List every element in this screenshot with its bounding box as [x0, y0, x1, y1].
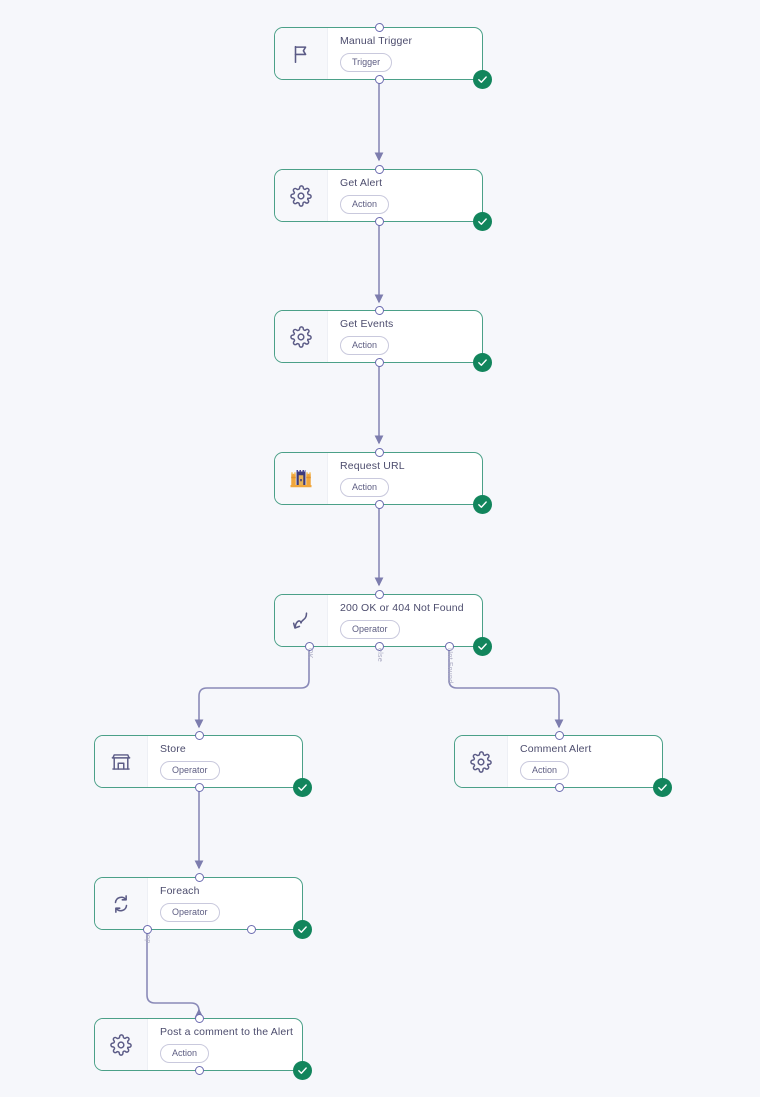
- node-title: Post a comment to the Alert: [160, 1026, 294, 1038]
- node-manual-trigger[interactable]: Manual Trigger Trigger: [274, 23, 492, 89]
- port-input-top[interactable]: [195, 873, 204, 882]
- node-tag: Operator: [160, 761, 220, 780]
- port-output-bottom[interactable]: [195, 1066, 204, 1075]
- port-input-top[interactable]: [195, 1014, 204, 1023]
- port-output-bottom[interactable]: [195, 783, 204, 792]
- gear-icon: [275, 170, 328, 221]
- status-badge-success: [472, 69, 492, 89]
- port-output-bottom[interactable]: [375, 358, 384, 367]
- port-output-bottom[interactable]: [375, 500, 384, 509]
- node-title: 200 OK or 404 Not Found: [340, 602, 464, 614]
- gear-icon: [95, 1019, 148, 1070]
- status-badge-success: [292, 777, 312, 797]
- edge-label-ok: OK: [306, 648, 313, 659]
- loop-icon: [95, 878, 148, 929]
- port-input-top[interactable]: [555, 731, 564, 740]
- flag-icon: [275, 28, 328, 79]
- node-tag: Operator: [340, 620, 400, 639]
- node-tag: Action: [160, 1044, 210, 1063]
- port-output-top[interactable]: [375, 23, 384, 32]
- port-output-not-found[interactable]: [445, 642, 454, 651]
- port-input-top[interactable]: [375, 306, 384, 315]
- node-foreach[interactable]: Foreach Operator: [94, 873, 312, 939]
- branch-icon: [275, 595, 328, 646]
- node-get-alert[interactable]: Get Alert Action: [274, 165, 492, 231]
- node-title: Foreach: [160, 885, 200, 897]
- port-output-else[interactable]: [375, 642, 384, 651]
- gear-icon: [275, 311, 328, 362]
- status-badge-success: [472, 494, 492, 514]
- port-input-top[interactable]: [195, 731, 204, 740]
- status-badge-success: [292, 919, 312, 939]
- node-title: Request URL: [340, 460, 405, 472]
- node-store[interactable]: Store Operator: [94, 731, 312, 797]
- store-icon: [95, 736, 148, 787]
- status-badge-success: [292, 1060, 312, 1080]
- node-tag: Action: [520, 761, 570, 780]
- status-badge-success: [472, 352, 492, 372]
- node-get-events[interactable]: Get Events Action: [274, 306, 492, 372]
- node-title: Get Events: [340, 318, 394, 330]
- gear-icon: [455, 736, 508, 787]
- port-input-top[interactable]: [375, 590, 384, 599]
- status-badge-success: [472, 211, 492, 231]
- port-output-ok[interactable]: [305, 642, 314, 651]
- node-comment-alert[interactable]: Comment Alert Action: [454, 731, 672, 797]
- node-title: Manual Trigger: [340, 35, 413, 47]
- node-request-url[interactable]: Request URL Action: [274, 448, 492, 514]
- edge-label-else: else: [376, 648, 383, 663]
- node-title: Comment Alert: [520, 743, 592, 755]
- edge-label-not-found: Not Found: [446, 648, 453, 684]
- node-tag: Trigger: [340, 53, 393, 72]
- node-tag: Action: [340, 195, 390, 214]
- port-output-bottom[interactable]: [555, 783, 564, 792]
- port-output-loop[interactable]: [143, 925, 152, 934]
- node-tag: Action: [340, 336, 390, 355]
- node-title: Store: [160, 743, 186, 755]
- node-tag: Operator: [160, 903, 220, 922]
- port-output-done[interactable]: [247, 925, 256, 934]
- port-input-top[interactable]: [375, 448, 384, 457]
- port-input-top[interactable]: [375, 165, 384, 174]
- node-condition[interactable]: 200 OK or 404 Not Found Operator: [274, 590, 492, 656]
- port-output-bottom[interactable]: [375, 75, 384, 84]
- status-badge-success: [652, 777, 672, 797]
- port-output-bottom[interactable]: [375, 217, 384, 226]
- castle-icon: [275, 453, 328, 504]
- node-tag: Action: [340, 478, 390, 497]
- status-badge-success: [472, 636, 492, 656]
- node-title: Get Alert: [340, 177, 383, 189]
- node-post-comment[interactable]: Post a comment to the Alert Action: [94, 1014, 312, 1080]
